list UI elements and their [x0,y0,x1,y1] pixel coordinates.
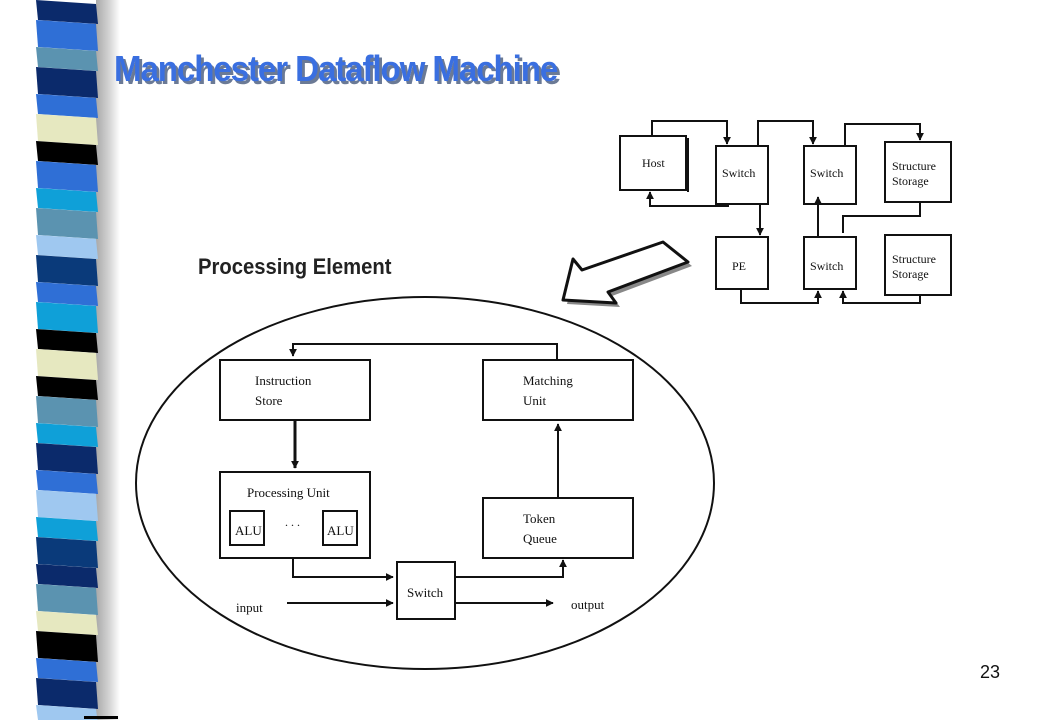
switch-box-3 [803,236,857,290]
alu-box-1 [229,510,265,546]
token-queue-label-1: Token [523,511,556,526]
alu-ellipsis: . . . [285,515,300,529]
input-label: input [236,600,263,615]
stripe-block [36,235,98,259]
stripe-block [36,470,98,494]
token-queue-box [482,497,634,559]
host-box [619,135,687,191]
stripe-block [36,705,98,720]
stripe-block [36,20,98,51]
stripe-block [36,631,98,662]
stripe-block [36,396,98,427]
stripe-block [36,678,98,709]
page-number: 23 [980,662,1001,682]
switch-label-3: Switch [810,259,843,273]
alu-box-2 [322,510,358,546]
stripe-block [36,255,98,286]
stripe-block [36,658,98,682]
stripe-block [36,94,98,118]
stripe-block [36,47,98,71]
stripe-block [36,67,98,98]
stripe-block [36,208,98,239]
instruction-store-label-2: Store [255,393,283,408]
stripe-block [36,611,98,635]
stripe-block [36,141,98,165]
stripe-block [36,517,98,541]
processing-element-outline [135,296,715,670]
stripe-block [36,584,98,615]
stripe-block [36,349,98,380]
switch-box-1 [715,145,769,205]
pe-switch-box [396,561,456,620]
stripe-block [36,423,98,447]
switch-label-2: Switch [810,166,843,180]
structure-storage-label-1b: Storage [892,174,929,188]
switch-label-1: Switch [722,166,755,180]
pe-label: PE [732,259,746,273]
matching-unit-label-2: Unit [523,393,547,408]
structure-storage-label-1a: Structure [892,159,936,173]
stripe-block [36,188,98,212]
structure-storage-box-1 [884,141,952,203]
structure-storage-box-2 [884,234,952,296]
matching-unit-label-1: Matching [523,373,573,388]
token-queue-label-2: Queue [523,531,557,546]
structure-storage-label-2a: Structure [892,252,936,266]
stripe-block [36,564,98,588]
host-label: Host [642,156,665,170]
switch-box-2 [803,145,857,205]
stripe-block [36,490,98,521]
zoom-arrow-icon [561,240,692,307]
stripe-block [36,114,98,145]
processing-unit-label: Processing Unit [247,485,330,500]
stripe-block [36,161,98,192]
stripe-block [36,302,98,333]
alu-label-2: ALU [327,523,354,538]
output-label: output [571,597,605,612]
stripe-block [36,0,98,24]
decorative-stripe [0,0,120,720]
alu-label-1: ALU [235,523,262,538]
section-heading: Processing Element [198,254,392,279]
stripe-block [36,376,98,400]
instruction-store-box [219,359,371,421]
matching-unit-box [482,359,634,421]
slide-title: Manchester Dataflow Machine [114,48,558,89]
instruction-store-label-1: Instruction [255,373,312,388]
stripe-block [36,329,98,353]
stripe-block [36,282,98,306]
pe-box [715,236,769,290]
stripe-block [36,537,98,568]
structure-storage-label-2b: Storage [892,267,929,281]
stripe-block [36,443,98,474]
pe-switch-label: Switch [407,585,444,600]
